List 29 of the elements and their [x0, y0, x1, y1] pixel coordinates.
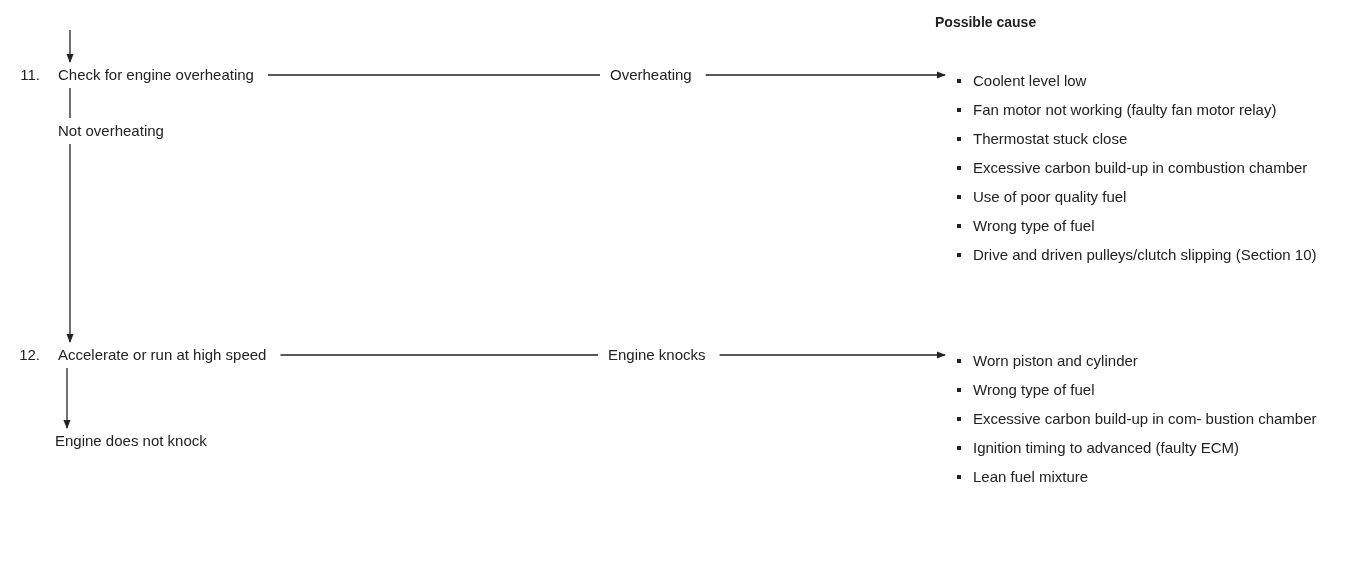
arrow	[63, 367, 71, 429]
arrow	[705, 71, 946, 79]
cause-item: Lean fuel mixture	[973, 468, 1089, 485]
column-heading: Possible cause	[935, 13, 1037, 32]
cause-item: Excessive carbon build-up in com- bustion chamber	[973, 410, 1317, 427]
arrow	[66, 143, 74, 343]
result-text: Not overheating	[58, 121, 164, 141]
connector-line	[267, 74, 601, 76]
arrow	[66, 29, 74, 63]
connector-line	[279, 354, 599, 356]
step-number: 12.	[19, 345, 40, 365]
cause-item: Wrong type of fuel	[973, 217, 1095, 234]
arrow	[718, 351, 946, 359]
cause-item: Thermostat stuck close	[973, 130, 1128, 147]
cause-item: Worn piston and cylinder	[973, 352, 1138, 369]
cause-item: Ignition timing to advanced (faulty ECM)	[973, 439, 1239, 456]
cause-item: Excessive carbon build-up in combustion chamber	[973, 159, 1308, 176]
cause-item: Use of poor quality fuel	[973, 188, 1127, 205]
result-text: Engine does not knock	[55, 431, 207, 451]
cause-item: Wrong type of fuel	[973, 381, 1095, 398]
connector-line	[69, 87, 71, 119]
result-text: Overheating	[610, 65, 692, 85]
cause-item: Coolent level low	[973, 72, 1087, 89]
check-step: Check for engine overheating	[58, 64, 254, 86]
step-number: 11.	[20, 65, 40, 85]
check-step: Accelerate or run at high speed	[58, 344, 267, 366]
cause-item: Drive and driven pulleys/clutch slipping (Section 10)	[973, 246, 1317, 263]
cause-item: Fan motor not working (faulty fan motor relay)	[973, 101, 1277, 118]
result-text: Engine knocks	[608, 345, 706, 365]
